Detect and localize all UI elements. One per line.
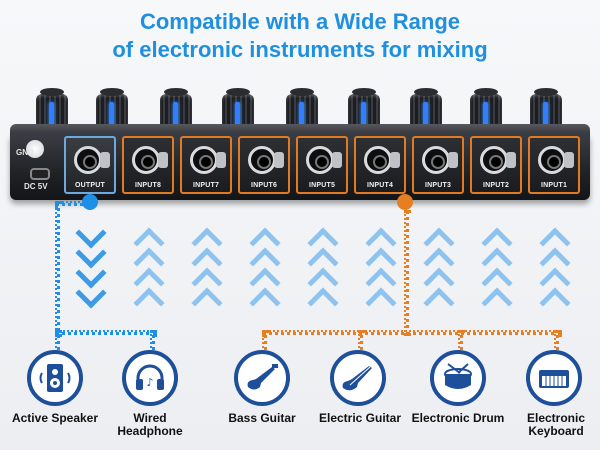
- input-arrows: [538, 222, 574, 319]
- jack-nut: [158, 152, 168, 168]
- chevron-up-icon: [365, 287, 397, 319]
- chevron-up-icon: [539, 287, 571, 319]
- chevron-up-icon: [133, 287, 165, 319]
- chevron-down-icon: [75, 277, 107, 309]
- port-input4: INPUT4: [354, 136, 406, 194]
- drum-icon: [430, 350, 486, 406]
- port-output: OUTPUT: [64, 136, 116, 194]
- port-input5: INPUT5: [296, 136, 348, 194]
- jack-nut: [448, 152, 458, 168]
- device-label: Electric Guitar: [318, 411, 402, 425]
- headline-line-2: of electronic instruments for mixing: [112, 37, 488, 62]
- device-label: Electronic Keyboard: [526, 411, 586, 438]
- headphone-icon: ♪: [122, 350, 178, 406]
- output-wire: [55, 201, 60, 337]
- port-input3: INPUT3: [412, 136, 464, 194]
- electric-guitar-icon: [330, 350, 386, 406]
- jack-icon: [422, 146, 450, 174]
- port-input1: INPUT1: [528, 136, 580, 194]
- jack-nut: [216, 152, 226, 168]
- jack-nut: [564, 152, 574, 168]
- output-wire: [55, 330, 157, 335]
- input-arrows: [190, 222, 226, 319]
- jack-icon: [132, 146, 160, 174]
- jack-nut: [332, 152, 342, 168]
- port-label: OUTPUT: [75, 182, 105, 189]
- jack-icon: [538, 146, 566, 174]
- jack-icon: [480, 146, 508, 174]
- chevron-up-icon: [481, 287, 513, 319]
- port-label: INPUT5: [308, 182, 336, 189]
- device-label: Electronic Drum: [411, 411, 505, 425]
- input-arrows: [422, 222, 458, 319]
- input-wire: [404, 210, 409, 336]
- input-wire: [262, 330, 562, 335]
- input-arrows: [132, 222, 168, 319]
- device-label: Bass Guitar: [228, 411, 296, 425]
- input-arrows: [364, 222, 400, 319]
- chevron-up-icon: [249, 287, 281, 319]
- ground-terminal: [26, 140, 44, 158]
- port-input2: INPUT2: [470, 136, 522, 194]
- device-label: Wired Headphone: [117, 411, 183, 438]
- jack-icon: [306, 146, 334, 174]
- device-label: Active Speaker: [11, 411, 99, 425]
- port-label: INPUT1: [540, 182, 568, 189]
- output-arrows: [74, 217, 110, 310]
- port-label: INPUT4: [366, 182, 394, 189]
- jack-icon: [190, 146, 218, 174]
- svg-text:♪: ♪: [146, 376, 153, 389]
- jack-nut: [274, 152, 284, 168]
- gnd-label: GND: [16, 148, 34, 157]
- jack-icon: [74, 146, 102, 174]
- dc-label: DC 5V: [24, 182, 48, 191]
- jack-icon: [248, 146, 276, 174]
- speaker-icon: [27, 350, 83, 406]
- input-dot: [397, 194, 413, 210]
- input-arrows: [248, 222, 284, 319]
- dc-jack: [30, 168, 50, 180]
- port-label: INPUT7: [192, 182, 220, 189]
- port-input7: INPUT7: [180, 136, 232, 194]
- jack-nut: [100, 152, 110, 168]
- keyboard-icon: [526, 350, 582, 406]
- jack-icon: [364, 146, 392, 174]
- chevron-up-icon: [191, 287, 223, 319]
- port-label: INPUT8: [134, 182, 162, 189]
- port-label: INPUT2: [482, 182, 510, 189]
- output-wire: [55, 201, 91, 206]
- port-input6: INPUT6: [238, 136, 290, 194]
- jack-nut: [506, 152, 516, 168]
- bass-guitar-icon: [234, 350, 290, 406]
- chevron-up-icon: [307, 287, 339, 319]
- input-arrows: [480, 222, 516, 319]
- headline-line-1: Compatible with a Wide Range: [139, 9, 461, 34]
- port-input8: INPUT8: [122, 136, 174, 194]
- input-arrows: [306, 222, 342, 319]
- port-label: INPUT3: [424, 182, 452, 189]
- port-label: INPUT6: [250, 182, 278, 189]
- chevron-up-icon: [423, 287, 455, 319]
- jack-nut: [390, 152, 400, 168]
